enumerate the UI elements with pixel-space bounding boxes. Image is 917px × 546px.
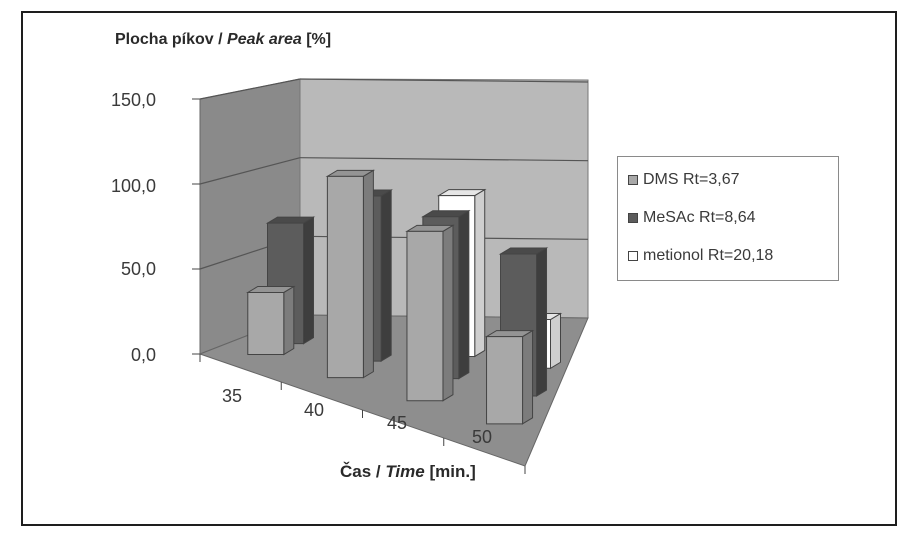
legend-label-metionol: metionol Rt=20,18 <box>643 247 774 264</box>
legend-swatch-metionol <box>628 251 638 261</box>
x-tick-50: 50 <box>472 427 493 447</box>
y-tick-0: 0,0 <box>130 345 156 365</box>
xlabel-suffix: [min.] <box>424 462 476 481</box>
chart-legend: DMS Rt=3,67 MeSAc Rt=8,64 metionol Rt=20… <box>617 156 839 281</box>
legend-item-metionol: metionol Rt=20,18 <box>628 247 773 265</box>
title-suffix: [%] <box>301 31 332 48</box>
legend-label-dms: DMS Rt=3,67 <box>643 171 740 188</box>
y-tick-150: 150,0 <box>110 90 156 110</box>
bar-mesac-45-side <box>458 209 470 380</box>
x-tick-40: 40 <box>304 400 325 420</box>
gridline-back-100 <box>299 157 589 162</box>
chart-title: Plocha píkov / Peak area [%] <box>115 31 331 49</box>
xlabel-italic: Time <box>385 462 425 481</box>
legend-swatch-mesac <box>628 213 638 223</box>
bar-dms-40-side <box>362 169 374 379</box>
bar-mesac-35-side <box>303 216 315 345</box>
x-tick-45: 45 <box>387 413 408 433</box>
x-tick-35: 35 <box>222 386 243 406</box>
legend-swatch-dms <box>628 175 638 185</box>
bar-dms-40 <box>326 175 364 379</box>
bar-dms-35-side <box>283 285 295 356</box>
y-tick-50: 50,0 <box>120 259 156 279</box>
gridline-back-150 <box>299 78 589 83</box>
bar-dms-35 <box>247 291 285 356</box>
bar-mesac-40-side <box>380 189 392 362</box>
bar-dms-45 <box>406 230 444 402</box>
bar-dms-50 <box>486 336 524 425</box>
title-italic: Peak area <box>227 31 302 48</box>
legend-label-mesac: MeSAc Rt=8,64 <box>643 209 756 226</box>
bar-dms-50-side <box>522 329 534 425</box>
legend-item-mesac: MeSAc Rt=8,64 <box>628 209 756 227</box>
y-tick-100: 100,0 <box>110 176 156 196</box>
bar-mesac-50-side <box>536 247 548 397</box>
x-axis-label: Čas / Time [min.] <box>340 462 476 482</box>
xlabel-normal: Čas / <box>340 462 386 481</box>
gridline-left-100 <box>199 157 301 185</box>
gridline-left-150 <box>199 78 301 100</box>
bar-metionol-45-side <box>474 188 486 358</box>
legend-item-dms: DMS Rt=3,67 <box>628 171 739 189</box>
bar-metionol-50-side <box>549 312 561 370</box>
bar-dms-45-side <box>442 224 454 402</box>
title-normal: Plocha píkov / <box>115 31 228 48</box>
